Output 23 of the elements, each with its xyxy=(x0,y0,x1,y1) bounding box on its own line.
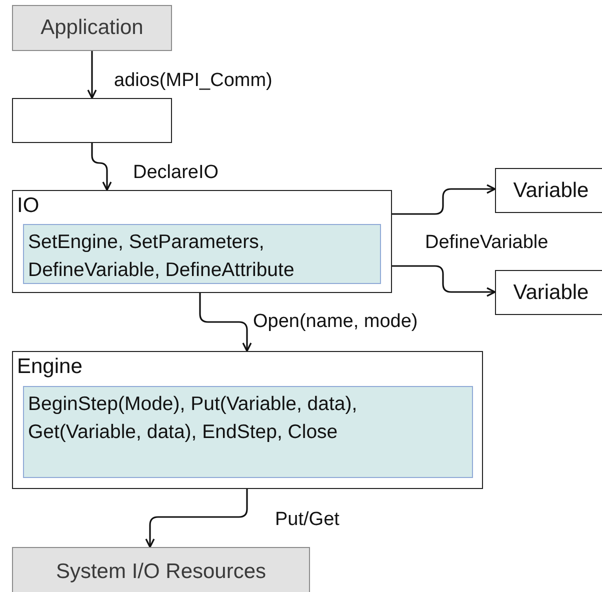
method-list-box xyxy=(23,386,473,478)
arrow xyxy=(91,143,112,191)
class-box xyxy=(12,5,172,51)
box-title: IO xyxy=(17,194,40,218)
box-title: System I/O Resources xyxy=(56,560,266,584)
arrow xyxy=(392,184,496,215)
box-title: Variable xyxy=(513,280,589,304)
box-title: Application xyxy=(40,16,144,40)
class-box xyxy=(495,270,602,315)
method-list: BeginStep(Mode), Put(Variable, data), Get(Variable, data), EndStep, Close xyxy=(28,390,468,446)
class-box xyxy=(12,190,392,293)
class-box xyxy=(12,351,483,489)
arrow xyxy=(392,265,496,297)
arrow xyxy=(199,293,252,352)
method-list: SetEngine, SetParameters, DefineVariable, DefineAttribute xyxy=(28,228,376,284)
box-title: Engine xyxy=(17,355,82,379)
class-box xyxy=(495,168,602,213)
arrow xyxy=(145,489,248,548)
arrow xyxy=(87,51,97,99)
edge-label: adios(MPI_Comm) xyxy=(112,70,274,92)
class-box xyxy=(12,547,310,592)
box-title: Variable xyxy=(513,178,589,202)
empty-box xyxy=(12,98,172,143)
